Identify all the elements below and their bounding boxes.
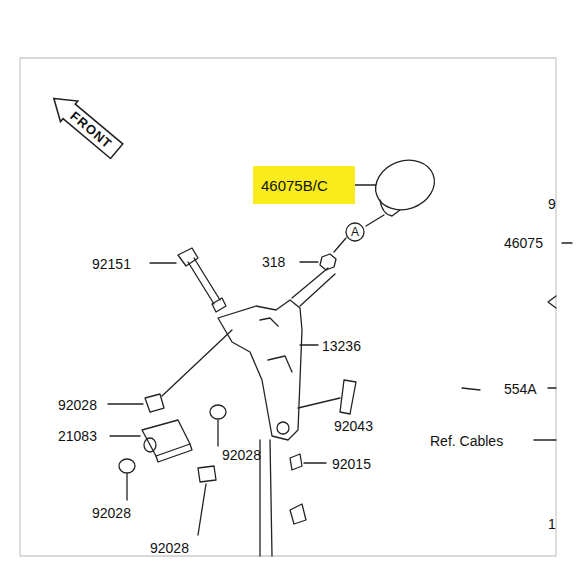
callout-number: 92028 — [58, 397, 97, 413]
node-text: 46075B/C — [261, 177, 355, 194]
callout-number: 9 — [548, 196, 556, 212]
callout-number: 13236 — [322, 338, 361, 354]
callout-number: 46075 — [504, 235, 543, 251]
callout-number: 92015 — [332, 456, 371, 472]
direction-arrow: FRONT — [45, 88, 127, 163]
highlighted-part-number: 46075B/C — [253, 166, 355, 204]
node-text: FRONT — [67, 108, 123, 158]
reference-circle: A — [345, 222, 365, 242]
callout-number: 92043 — [334, 418, 373, 434]
callout-number: Ref. Cables — [430, 433, 503, 449]
callout-number: 318 — [262, 254, 285, 270]
callout-number: 1 — [548, 516, 556, 532]
frame — [20, 58, 556, 556]
callout-number: 92151 — [92, 256, 131, 272]
callout-number: 92028 — [150, 540, 189, 556]
callout-number: 92028 — [222, 447, 261, 463]
callout-number: 21083 — [58, 428, 97, 444]
callout-number: 92028 — [92, 505, 131, 521]
callout-number: 554A — [504, 381, 537, 397]
node-text: A — [345, 225, 365, 239]
